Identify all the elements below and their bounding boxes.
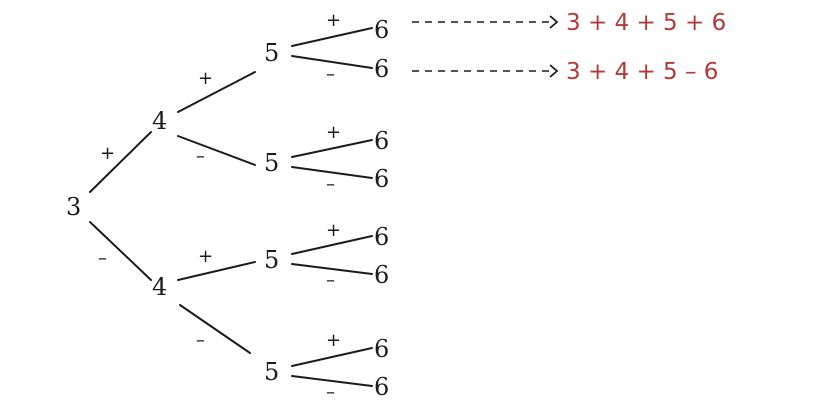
node-6-7: 6	[374, 335, 389, 363]
sign-6-7: +	[326, 330, 341, 351]
node-6-2: 6	[374, 55, 389, 83]
sign-root-lower: –	[98, 248, 107, 269]
edge-5d-to-6-plus	[291, 347, 373, 367]
sign-5c: +	[198, 246, 213, 267]
edge-lower-4-to-5c	[177, 261, 256, 281]
node-6-4: 6	[374, 165, 389, 193]
edge-5c-to-6-plus	[291, 235, 373, 255]
node-6-3: 6	[374, 127, 389, 155]
edge-lower-4-to-5d	[179, 304, 251, 354]
node-5d: 5	[264, 358, 279, 386]
sign-6-2: –	[326, 64, 335, 85]
node-5c: 5	[264, 246, 279, 274]
sign-6-8: –	[326, 382, 335, 403]
sign-5d: –	[196, 330, 205, 351]
edge-root-to-upper-4	[89, 131, 152, 193]
edge-5b-to-6-minus	[291, 166, 373, 179]
node-6-5: 6	[374, 223, 389, 251]
sign-5a: +	[198, 68, 213, 89]
node-root: 3	[66, 193, 81, 221]
edge-5d-to-6-minus	[291, 375, 373, 387]
expression-2: 3 + 4 + 5 – 6	[566, 59, 718, 85]
node-5b: 5	[264, 149, 279, 177]
sign-6-4: –	[326, 174, 335, 195]
sign-6-1: +	[326, 10, 341, 31]
sign-root-upper: +	[100, 143, 115, 164]
edge-5a-to-6-minus	[291, 55, 373, 69]
node-6-8: 6	[374, 373, 389, 401]
edge-upper-4-to-5a	[177, 71, 256, 113]
node-5a: 5	[264, 39, 279, 67]
arrowhead-1	[549, 15, 559, 29]
edge-root-to-lower-4	[89, 221, 152, 281]
node-lower-4: 4	[152, 273, 167, 301]
edge-5a-to-6-plus	[291, 27, 373, 47]
sign-5b: –	[196, 146, 205, 167]
edge-upper-4-to-5b	[177, 135, 256, 166]
edge-5b-to-6-plus	[291, 139, 373, 158]
sign-6-3: +	[326, 122, 341, 143]
sign-6-6: –	[326, 270, 335, 291]
node-6-6: 6	[374, 261, 389, 289]
node-upper-4: 4	[152, 107, 167, 135]
sign-6-5: +	[326, 220, 341, 241]
edge-5c-to-6-minus	[291, 263, 373, 275]
node-6-1: 6	[374, 16, 389, 44]
arrowhead-2	[549, 64, 559, 78]
expression-1: 3 + 4 + 5 + 6	[566, 10, 726, 36]
